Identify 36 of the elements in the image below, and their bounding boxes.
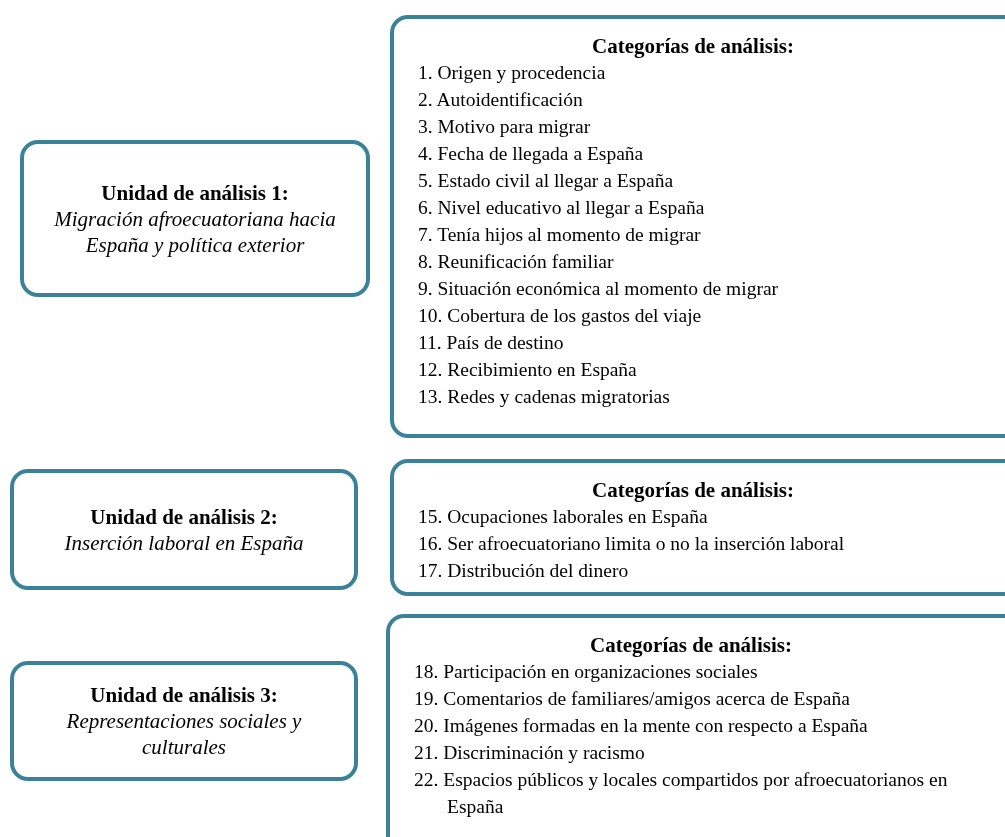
- category-item: 16. Ser afroecuatoriano limita o no la inserción laboral: [418, 532, 846, 556]
- category-item: 10. Cobertura de los gastos del viaje: [418, 304, 703, 328]
- category-item: 9. Situación económica al momento de migrar: [418, 277, 780, 301]
- category-item: 18. Participación en organizaciones sociales: [414, 660, 759, 684]
- category-item: 7. Tenía hijos al momento de migrar: [418, 223, 702, 247]
- unit-box: [10, 661, 358, 781]
- category-item: 17. Distribución del dinero: [418, 559, 630, 583]
- unit-description: Migración afroecuatoriana hacia España y política exterior: [53, 205, 337, 258]
- category-item: 6. Nivel educativo al llegar a España: [418, 196, 706, 220]
- unit-description: Inserción laboral en España: [64, 529, 304, 556]
- box-heading: Unidad de análisis 3:: [90, 682, 278, 708]
- category-item: 1. Origen y procedencia: [418, 61, 607, 85]
- category-box: [390, 15, 1005, 438]
- category-box: [386, 614, 1005, 837]
- category-item: 20. Imágenes formadas en la mente con respecto a España: [414, 714, 869, 738]
- category-item: 15. Ocupaciones laborales en España: [418, 505, 709, 529]
- category-item: 21. Discriminación y racismo: [414, 741, 646, 765]
- category-item: 19. Comentarios de familiares/amigos acerca de España: [414, 687, 851, 711]
- category-item: 13. Redes y cadenas migratorias: [418, 385, 671, 409]
- box-heading: Unidad de análisis 1:: [101, 179, 289, 206]
- category-item: 3. Motivo para migrar: [418, 115, 592, 139]
- box-heading: Categorías de análisis:: [591, 477, 795, 503]
- category-item: 2. Autoidentificación: [418, 88, 584, 112]
- category-item: 8. Reunificación familiar: [418, 250, 615, 274]
- category-item: 11. País de destino: [418, 331, 565, 355]
- box-heading: Categorías de análisis:: [589, 632, 793, 658]
- unit-box: [20, 140, 370, 297]
- category-item: 4. Fecha de llegada a España: [418, 142, 645, 166]
- box-heading: Unidad de análisis 2:: [90, 503, 278, 530]
- category-item: 5. Estado civil al llegar a España: [418, 169, 675, 193]
- category-item: 12. Recibimiento en España: [418, 358, 638, 382]
- unit-box: [10, 469, 358, 590]
- box-heading: Categorías de análisis:: [591, 33, 795, 59]
- category-item: 22. Espacios públicos y locales compartidos por afroecuatorianos en España: [414, 768, 949, 819]
- unit-description: Representaciones sociales y culturales: [65, 708, 303, 760]
- category-box: [390, 459, 1005, 596]
